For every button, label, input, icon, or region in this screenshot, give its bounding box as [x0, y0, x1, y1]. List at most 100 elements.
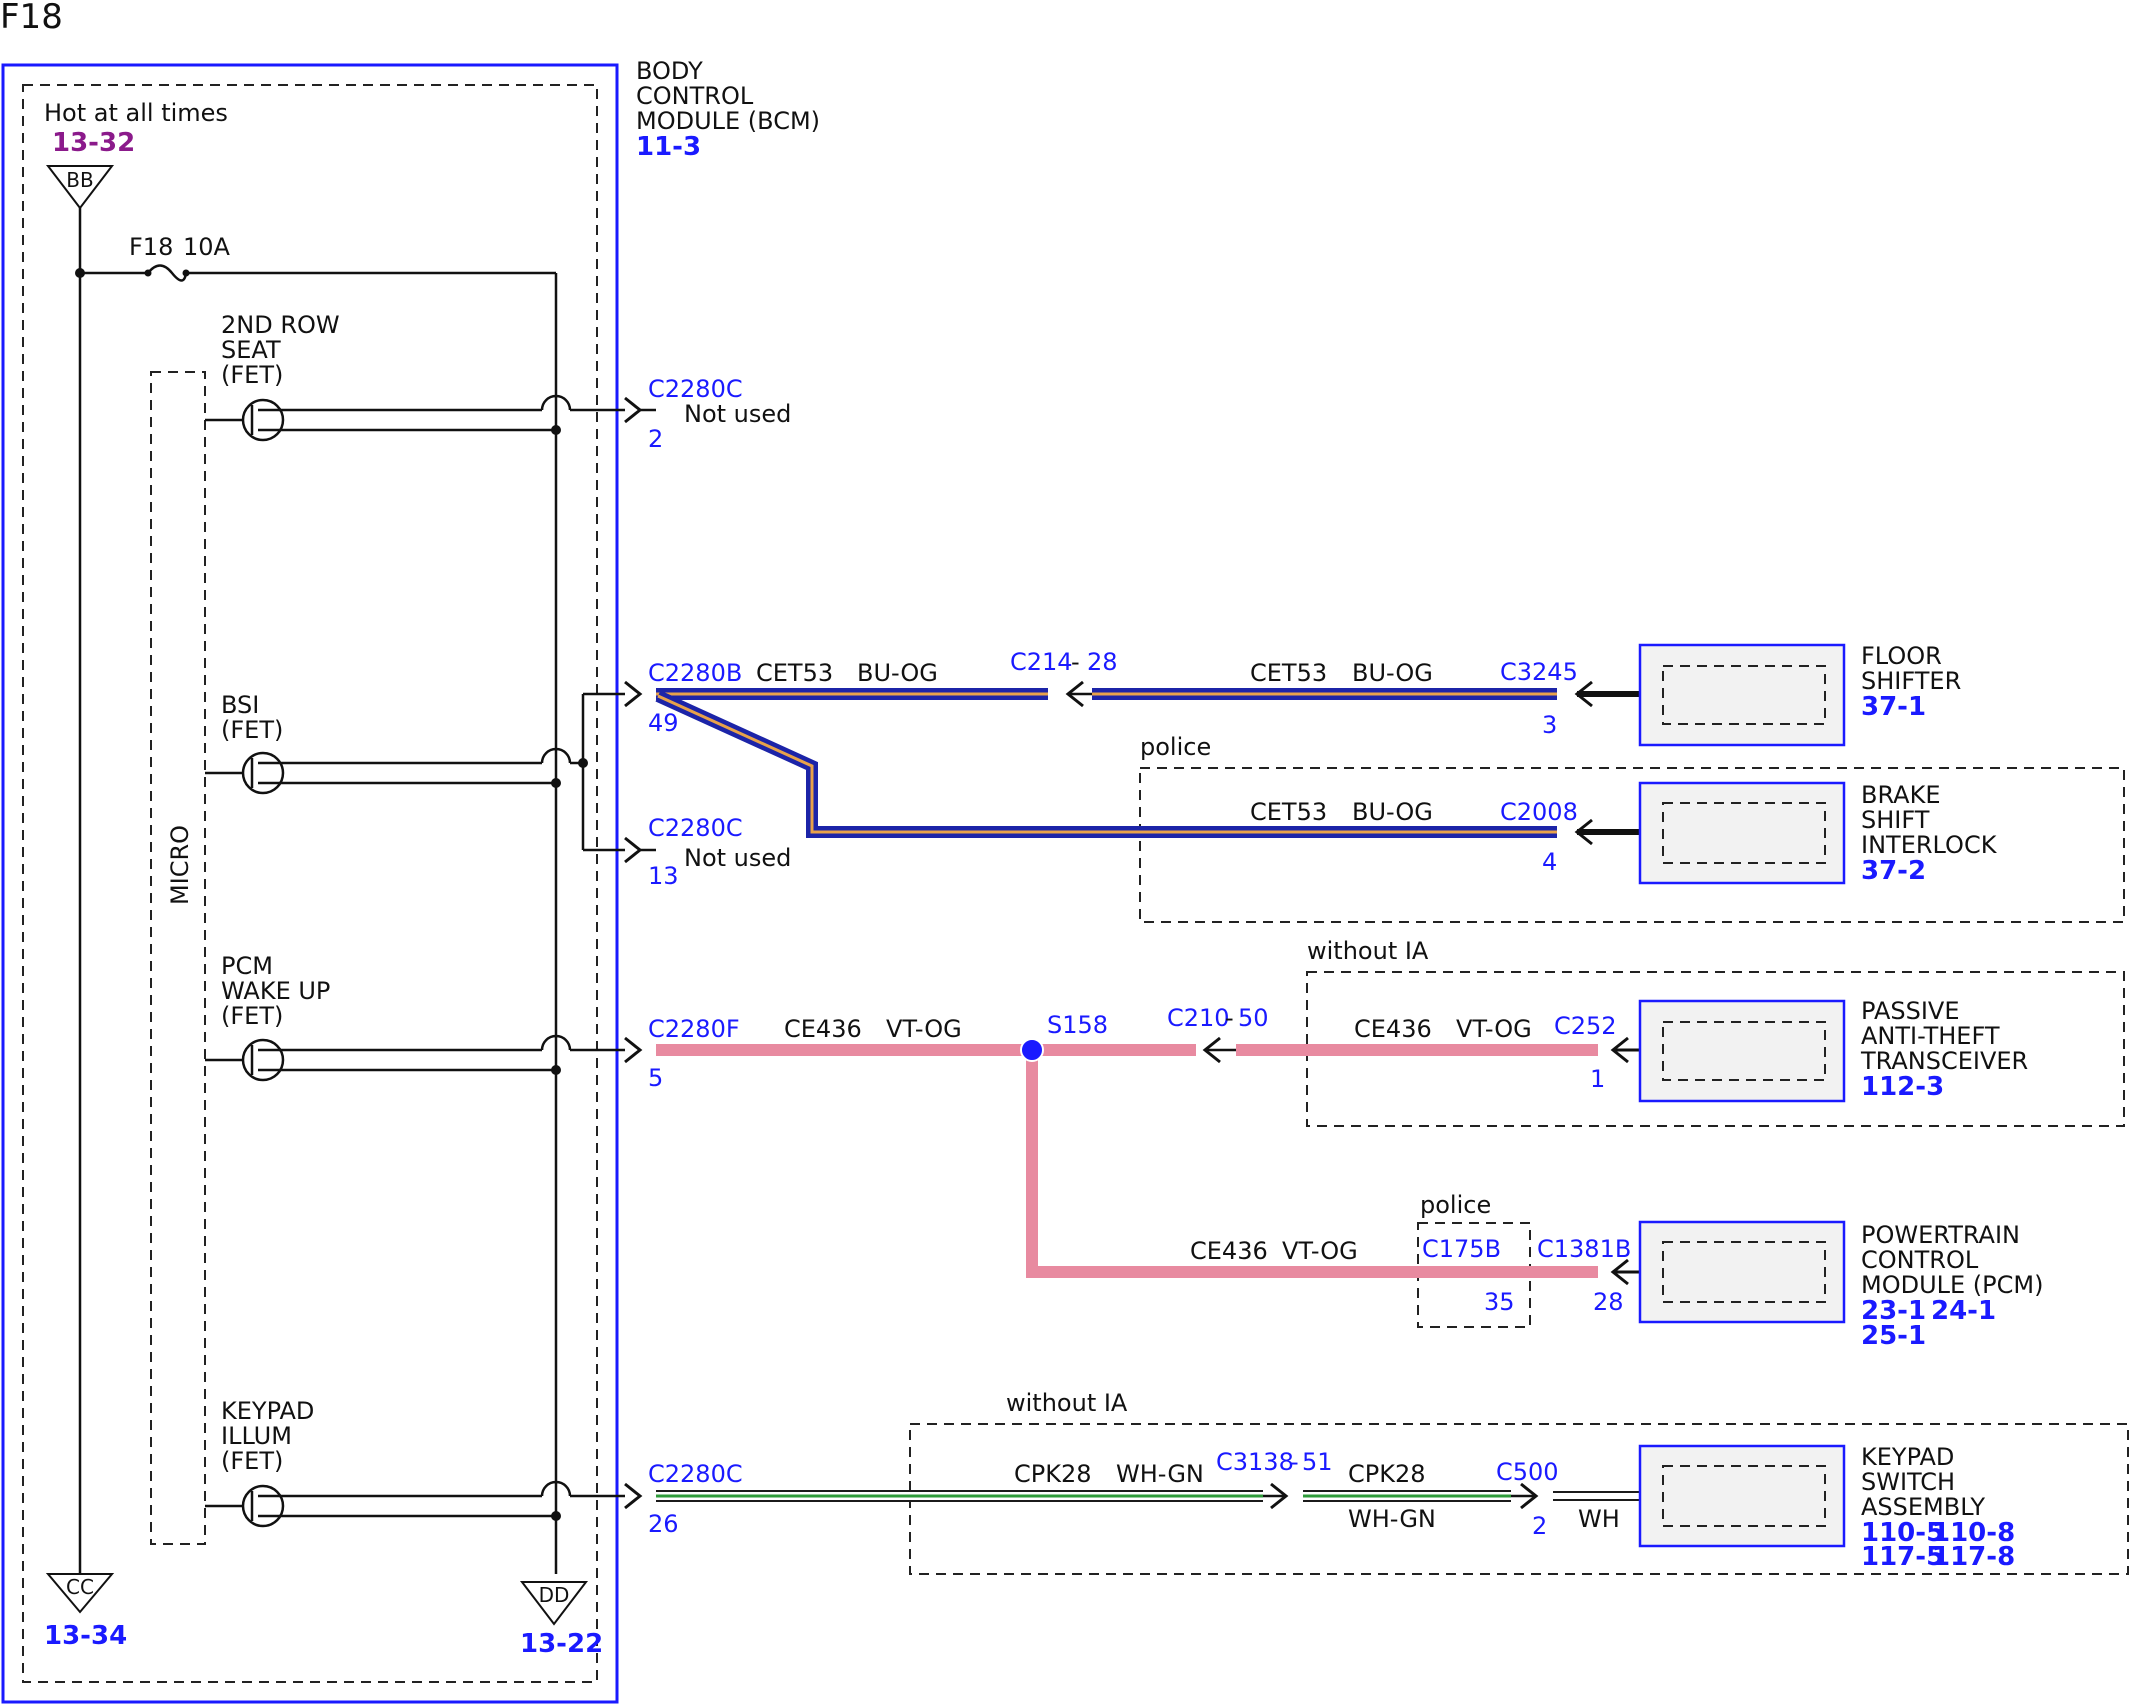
fet-keypad-1: KEYPAD — [221, 1397, 314, 1425]
cet53-a-color: BU-OG — [857, 659, 938, 687]
s158-name: S158 — [1047, 1011, 1108, 1039]
c175b-name: C175B — [1422, 1235, 1501, 1263]
component-pcm[interactable] — [1638, 1220, 1846, 1324]
hot-label: Hot at all times — [44, 99, 228, 127]
cpk28-a-circuit: CPK28 — [1014, 1460, 1092, 1488]
ce436-b-circuit: CE436 — [1354, 1015, 1432, 1043]
bcm-name-1: BODY — [636, 57, 703, 85]
ce436-a-circuit: CE436 — [784, 1015, 862, 1043]
fet-keypad-3: (FET) — [221, 1447, 283, 1475]
pats-ref[interactable]: 112-3 — [1861, 1072, 1944, 1102]
c2280b-49-pin: 49 — [648, 709, 679, 737]
c2280c-26-pin: 26 — [648, 1510, 679, 1538]
fet-bsi-symbol — [205, 680, 656, 864]
pcm-ref-1[interactable]: 23-1 — [1861, 1296, 1926, 1326]
c2280f-5-name: C2280F — [648, 1015, 740, 1043]
page-title: F18 — [0, 0, 63, 37]
fet-2nd-row-2: SEAT — [221, 336, 281, 364]
bsi-name-3: INTERLOCK — [1861, 831, 1998, 859]
c3138-name: C3138 — [1216, 1448, 1294, 1476]
ce436-c-circuit: CE436 — [1190, 1237, 1268, 1265]
component-keypad-switch[interactable] — [1638, 1444, 1846, 1548]
component-floor-shifter[interactable] — [1638, 643, 1846, 747]
pcm-ref-3[interactable]: 25-1 — [1861, 1321, 1926, 1351]
fuse-rating: 10A — [183, 233, 231, 261]
c2280c-13-name: C2280C — [648, 814, 743, 842]
option-without-ia-2: without IA — [1006, 1389, 1128, 1417]
cc-ref[interactable]: 13-34 — [44, 1621, 127, 1651]
pats-name-3: TRANSCEIVER — [1860, 1047, 2028, 1075]
fet-bsi-1: BSI — [221, 691, 259, 719]
keypad-name-3: ASSEMBLY — [1861, 1493, 1985, 1521]
fet-pcm-3: (FET) — [221, 1002, 283, 1030]
c3138-dash: - — [1290, 1448, 1299, 1476]
dd-ref[interactable]: 13-22 — [520, 1629, 603, 1659]
fet-pcm-symbol — [205, 1034, 643, 1082]
ce436-c-color: VT-OG — [1282, 1237, 1358, 1265]
ce436-a-color: VT-OG — [886, 1015, 962, 1043]
wire-cpk28 — [656, 1482, 1640, 1510]
fet-2nd-row-symbol — [205, 394, 656, 442]
cpk28-b-color: WH-GN — [1348, 1505, 1436, 1533]
micro-label: MICRO — [166, 825, 194, 905]
c2280c-26-name: C2280C — [648, 1460, 743, 1488]
c1381b-pin: 28 — [1593, 1288, 1624, 1316]
splice-s158 — [1020, 1038, 1044, 1062]
c2280c-2-note: Not used — [684, 400, 791, 428]
cet53-b-color: BU-OG — [1352, 659, 1433, 687]
floor-shifter-name-1: FLOOR — [1861, 642, 1942, 670]
bb-label: BB — [66, 168, 93, 192]
c3245-name: C3245 — [1500, 658, 1578, 686]
fet-keypad-2: ILLUM — [221, 1422, 292, 1450]
fuse-f18 — [75, 264, 558, 1574]
keypad-ref-4[interactable]: 117-8 — [1932, 1542, 2015, 1572]
pcm-name-1: POWERTRAIN — [1861, 1221, 2020, 1249]
c210-dash: - — [1225, 1004, 1234, 1032]
fet-bsi-2: (FET) — [221, 716, 283, 744]
option-police-1: police — [1140, 733, 1211, 761]
keypad-name-1: KEYPAD — [1861, 1443, 1954, 1471]
c2280c-2-name: C2280C — [648, 375, 743, 403]
floor-shifter-ref[interactable]: 37-1 — [1861, 692, 1926, 722]
option-police-2: police — [1420, 1191, 1491, 1219]
cet53-a-circuit: CET53 — [756, 659, 833, 687]
wire-cet53 — [655, 680, 1640, 846]
cet53-c-color: BU-OG — [1352, 798, 1433, 826]
component-brake-shift-interlock[interactable] — [1638, 781, 1846, 885]
c214-name: C214 — [1010, 648, 1073, 676]
pcm-name-2: CONTROL — [1861, 1246, 1979, 1274]
c500-name: C500 — [1496, 1458, 1559, 1486]
floor-shifter-name-2: SHIFTER — [1861, 667, 1961, 695]
c3245-pin: 3 — [1542, 711, 1557, 739]
c210-name: C210 — [1167, 1004, 1230, 1032]
bcm-ref[interactable]: 11-3 — [636, 132, 701, 162]
bsi-name-1: BRAKE — [1861, 781, 1941, 809]
c2008-pin: 4 — [1542, 848, 1557, 876]
wire-ce436 — [656, 1036, 1640, 1286]
component-passive-anti-theft[interactable] — [1638, 999, 1846, 1103]
wh-color: WH — [1578, 1505, 1620, 1533]
micro-box — [150, 371, 206, 1545]
c3138-pin: 51 — [1302, 1448, 1333, 1476]
option-without-ia-1: without IA — [1307, 937, 1429, 965]
keypad-ref-1[interactable]: 110-5 — [1861, 1518, 1944, 1548]
option-box-without-ia-pats — [1306, 971, 2125, 1127]
pats-name-1: PASSIVE — [1861, 997, 1959, 1025]
dd-label: DD — [539, 1583, 570, 1607]
cet53-b-circuit: CET53 — [1250, 659, 1327, 687]
keypad-ref-3[interactable]: 117-5 — [1861, 1542, 1944, 1572]
fet-keypad-symbol — [205, 1480, 643, 1528]
fet-2nd-row-1: 2ND ROW — [221, 311, 340, 339]
pcm-ref-2[interactable]: 24-1 — [1931, 1296, 1996, 1326]
c252-pin: 1 — [1590, 1065, 1605, 1093]
bb-terminal — [45, 165, 115, 1574]
c210-pin: 50 — [1238, 1004, 1269, 1032]
keypad-ref-2[interactable]: 110-8 — [1932, 1518, 2015, 1548]
fet-pcm-2: WAKE UP — [221, 977, 330, 1005]
bcm-name-2: CONTROL — [636, 82, 754, 110]
keypad-name-2: SWITCH — [1861, 1468, 1955, 1496]
bsi-ref[interactable]: 37-2 — [1861, 856, 1926, 886]
c1381b-name: C1381B — [1537, 1235, 1631, 1263]
fuse-name: F18 — [129, 233, 173, 261]
hot-ref[interactable]: 13-32 — [52, 128, 135, 158]
